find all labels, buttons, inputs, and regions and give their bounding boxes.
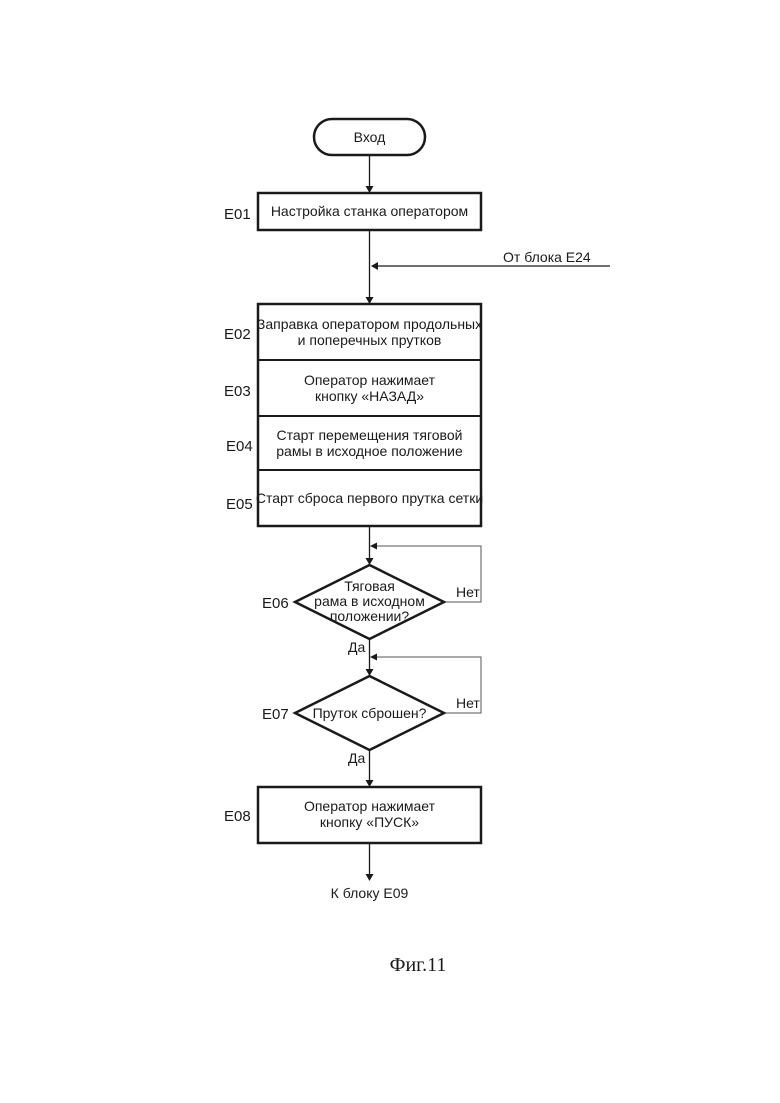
decision-text-E06-line3: положении? xyxy=(330,608,410,624)
step-text-E03-line2: кнопку «НАЗАД» xyxy=(315,388,424,404)
connector-from-block: От блока E24 xyxy=(503,249,591,265)
connector-to-block: К блоку E09 xyxy=(331,885,409,901)
step-text-E02-line1: Заправка оператором продольных xyxy=(257,316,482,332)
step-id-E03: E03 xyxy=(224,383,251,400)
step-text-E01: Настройка станка оператором xyxy=(271,203,468,219)
step-text-E04-line1: Старт перемещения тяговой xyxy=(277,427,463,443)
arrowhead xyxy=(370,654,377,661)
figure-caption: Фиг.11 xyxy=(390,954,447,976)
decision-id-E06: E06 xyxy=(262,595,289,612)
decision-yes-E06: Да xyxy=(348,639,365,655)
step-text-E08-line1: Оператор нажимает xyxy=(304,798,436,814)
decision-no-E07: Нет xyxy=(456,695,480,711)
decision-no-E06: Нет xyxy=(456,584,480,600)
arrowhead xyxy=(371,262,378,270)
step-text-E05: Старт сброса первого прутка сетки xyxy=(256,490,483,506)
step-text-E02-line2: и поперечных прутков xyxy=(298,332,442,348)
step-id-E02: E02 xyxy=(224,326,251,343)
decision-text-E06-line2: рама в исходном xyxy=(314,593,425,609)
step-id-E04: E04 xyxy=(226,438,253,455)
step-id-E01: E01 xyxy=(224,206,251,223)
arrowhead xyxy=(366,874,374,881)
step-text-E08-line2: кнопку «ПУСК» xyxy=(320,814,419,830)
decision-yes-E07: Да xyxy=(348,750,365,766)
decision-id-E07: E07 xyxy=(262,706,289,723)
start-label: Вход xyxy=(354,129,386,145)
step-id-E08: E08 xyxy=(224,808,251,825)
step-text-E04-line2: рамы в исходное положение xyxy=(276,443,463,459)
step-text-E03-line1: Оператор нажимает xyxy=(304,372,436,388)
arrowhead xyxy=(370,543,377,550)
decision-text-E06-line1: Тяговая xyxy=(344,578,395,594)
step-id-E05: E05 xyxy=(226,496,253,513)
decision-text-E07: Пруток сброшен? xyxy=(313,705,427,721)
